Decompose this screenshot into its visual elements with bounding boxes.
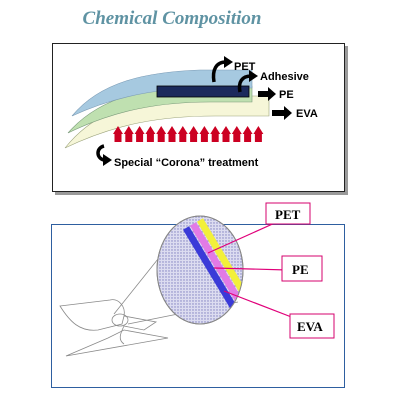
callout-eva-label: EVA [297,319,323,334]
adhesive-label: Adhesive [260,71,309,83]
callout-pe-label: PE [292,262,309,277]
right-arrow-icon [258,87,276,101]
callout-eva: EVA [289,313,335,339]
callout-pe: PE [281,255,323,282]
corona-arrow-icon [113,126,123,142]
curved-arrow-icon [96,144,112,166]
corona-arrow-icon [156,126,167,142]
pet-layer [71,69,253,117]
eva-label: EVA [296,108,318,120]
right-arrow-icon [272,106,292,120]
corona-arrow-icon [145,126,156,142]
page-title: Chemical Composition [82,8,262,29]
pe-layer [67,85,253,134]
adhesive-layer [156,85,250,98]
corona-arrow-icon [167,126,177,142]
corona-arrow-icon [123,126,134,142]
layer-stack [64,69,270,149]
pe-label: PE [279,89,294,101]
pet-stripe [196,218,243,317]
corona-arrow-icon [242,126,253,142]
curved-arrow-icon [211,56,233,83]
pet-label: PET [234,61,256,73]
callout-lines [207,221,295,319]
corona-label: Special “Corona” treatment [114,157,259,169]
callout-pet-label: PET [275,207,301,222]
corona-arrow-icon [134,126,145,142]
corona-arrow-icon [199,126,210,142]
corona-arrow-icon [253,126,264,142]
magnified-cross-section [156,215,244,325]
corona-arrow-icon [177,126,188,142]
curved-arrow-icon [237,70,258,93]
corona-arrow-icon [210,126,221,142]
corona-arrow-icon [188,126,199,142]
corona-arrow-icon [221,126,231,142]
corona-arrow-icon [231,126,242,142]
corona-treatment-arrows [113,126,264,142]
callout-pet: PET [265,202,311,225]
